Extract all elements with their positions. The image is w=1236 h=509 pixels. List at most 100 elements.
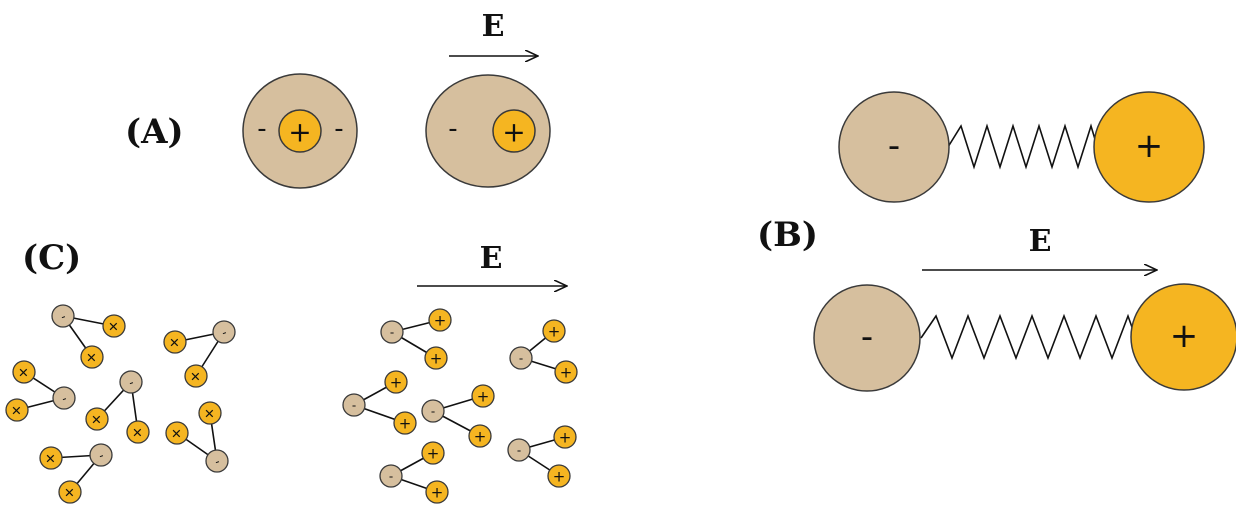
positive-atom — [126, 420, 150, 444]
field-arrow-b: E — [922, 224, 1157, 270]
nucleus — [492, 109, 536, 153]
positive-sign: + — [559, 429, 572, 447]
positive-atom — [384, 370, 408, 394]
field-arrow-c: E — [417, 241, 567, 286]
negative-atom — [509, 346, 533, 370]
positive-atom — [198, 401, 222, 425]
molecule: -++ — [51, 304, 126, 369]
positive-sign: + — [477, 388, 490, 406]
molecule: - + + — [509, 319, 578, 384]
field-label-b: E — [1029, 224, 1052, 259]
molecule: - + + — [342, 370, 417, 435]
negative-sign: - — [389, 470, 393, 484]
positive-charge-ball — [1130, 283, 1236, 391]
molecules-aligned-with-field: -++-++-++-++-++-++ — [342, 308, 578, 504]
nucleus — [278, 109, 322, 153]
nucleus-charge: + — [502, 116, 525, 149]
panel-c-label: (C) — [22, 238, 81, 278]
negative-charge-ball — [813, 284, 921, 392]
negative-atom — [52, 386, 76, 410]
panel-b-label: (B) — [757, 215, 818, 255]
negative-sign: - — [60, 391, 69, 406]
field-label-a: E — [482, 9, 505, 44]
positive-sign: + — [553, 468, 566, 486]
molecule: -++ — [39, 443, 113, 504]
positive-sign: + — [427, 445, 440, 463]
positive-sign: + — [1170, 316, 1199, 356]
positive-sign: + — [430, 350, 443, 368]
negative-sign: - — [352, 399, 356, 413]
positive-atom — [553, 425, 577, 449]
positive-atom — [393, 411, 417, 435]
positive-sign: + — [560, 364, 573, 382]
negative-sign: - — [861, 317, 873, 357]
panel-a: (A) + - - E + - — [125, 9, 551, 189]
negative-sign: - — [127, 375, 136, 390]
positive-atom — [39, 446, 63, 470]
positive-atom — [184, 364, 208, 388]
positive-atom — [554, 360, 578, 384]
atom-unpolarized: + - - — [242, 73, 358, 189]
positive-atom — [547, 464, 571, 488]
molecule: - + + — [507, 425, 577, 488]
negative-charge-ball — [838, 91, 950, 203]
field-arrow-a: E — [449, 9, 538, 56]
positive-atom — [58, 480, 82, 504]
positive-charge-ball — [1093, 91, 1205, 203]
electron-cloud — [425, 74, 551, 188]
negative-atom — [89, 443, 113, 467]
negative-sign: - — [220, 325, 229, 340]
negative-sign: - — [519, 352, 523, 366]
positive-atom — [425, 480, 449, 504]
negative-atom — [119, 370, 143, 394]
dipole-relaxed: - + — [838, 91, 1205, 203]
negative-atom — [421, 399, 445, 423]
positive-sign: + — [431, 484, 444, 502]
negative-sign: - — [390, 326, 394, 340]
cloud-charge-right: - — [334, 114, 343, 144]
dipole-stretched: - + — [813, 283, 1236, 392]
negative-sign: - — [888, 126, 900, 166]
field-label-c: E — [480, 241, 503, 276]
negative-sign: - — [431, 405, 435, 419]
spring — [947, 123, 1098, 170]
negative-sign: - — [59, 309, 68, 324]
negative-atom — [342, 393, 366, 417]
atom-polarized: + - — [425, 74, 551, 188]
negative-atom — [212, 320, 236, 344]
spring — [920, 313, 1134, 361]
molecules-random-orientation: -++-++-++-++-++-++ — [5, 304, 236, 504]
positive-atom — [424, 346, 448, 370]
positive-atom — [163, 330, 187, 354]
positive-sign: + — [474, 428, 487, 446]
panel-b: (B) - + E - + — [757, 91, 1236, 392]
positive-sign: + — [548, 323, 561, 341]
positive-atom — [428, 308, 452, 332]
molecule: -++ — [163, 320, 236, 388]
molecule: - + + — [421, 384, 495, 448]
positive-atom — [542, 319, 566, 343]
positive-atom — [165, 421, 189, 445]
molecule: -++ — [165, 401, 229, 473]
positive-sign: + — [1135, 126, 1164, 166]
negative-atom — [380, 320, 404, 344]
positive-sign: + — [390, 374, 403, 392]
positive-atom — [5, 398, 29, 422]
negative-sign: - — [517, 444, 521, 458]
nucleus-charge: + — [288, 116, 311, 149]
molecule: -++ — [380, 308, 452, 370]
negative-sign: - — [213, 454, 222, 469]
cloud-charge-left: - — [257, 114, 266, 144]
positive-atom — [12, 360, 36, 384]
negative-sign: - — [97, 448, 106, 463]
positive-atom — [468, 424, 492, 448]
positive-sign: + — [399, 415, 412, 433]
positive-atom — [471, 384, 495, 408]
positive-atom — [421, 441, 445, 465]
positive-atom — [80, 345, 104, 369]
positive-atom — [102, 314, 126, 338]
molecule: -++ — [85, 370, 150, 444]
negative-atom — [51, 304, 75, 328]
molecule: - + + — [379, 441, 449, 504]
